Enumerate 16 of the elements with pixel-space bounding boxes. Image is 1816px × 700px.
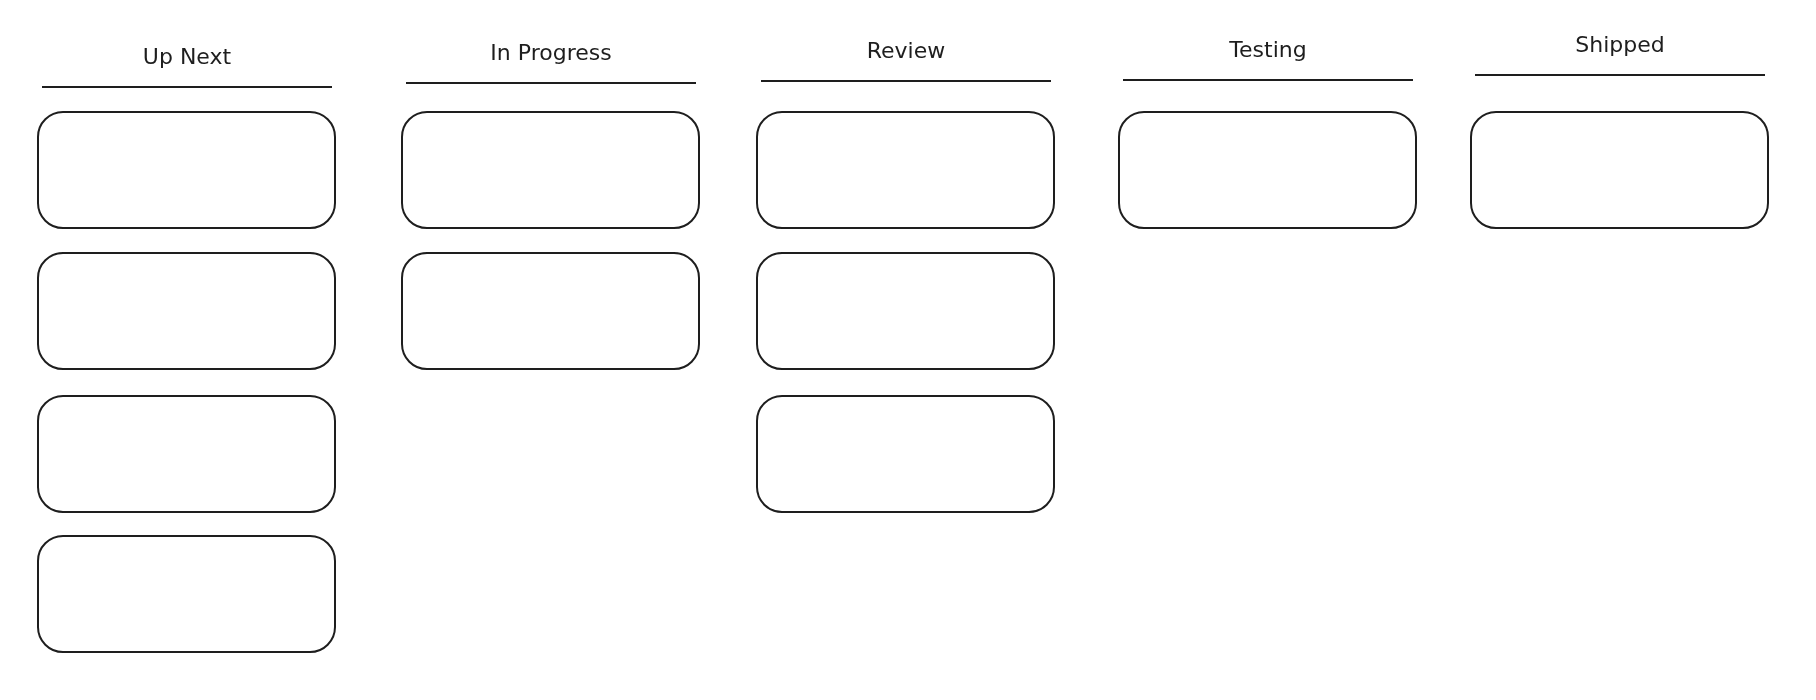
card-placeholder bbox=[1118, 111, 1417, 229]
card-placeholder bbox=[756, 395, 1055, 513]
card-placeholder bbox=[37, 535, 336, 653]
card-placeholder bbox=[37, 111, 336, 229]
card-placeholder bbox=[37, 252, 336, 370]
card-placeholder bbox=[401, 252, 700, 370]
column-heading: Testing bbox=[1228, 37, 1308, 62]
card-placeholder bbox=[37, 395, 336, 513]
column-heading: Shipped bbox=[1574, 32, 1666, 57]
column-heading: In Progress bbox=[489, 40, 613, 65]
card-placeholder bbox=[1470, 111, 1769, 229]
column-heading: Review bbox=[865, 38, 947, 63]
card-placeholder bbox=[401, 111, 700, 229]
card-placeholder bbox=[756, 111, 1055, 229]
card-placeholder bbox=[756, 252, 1055, 370]
column-heading: Up Next bbox=[141, 44, 233, 69]
